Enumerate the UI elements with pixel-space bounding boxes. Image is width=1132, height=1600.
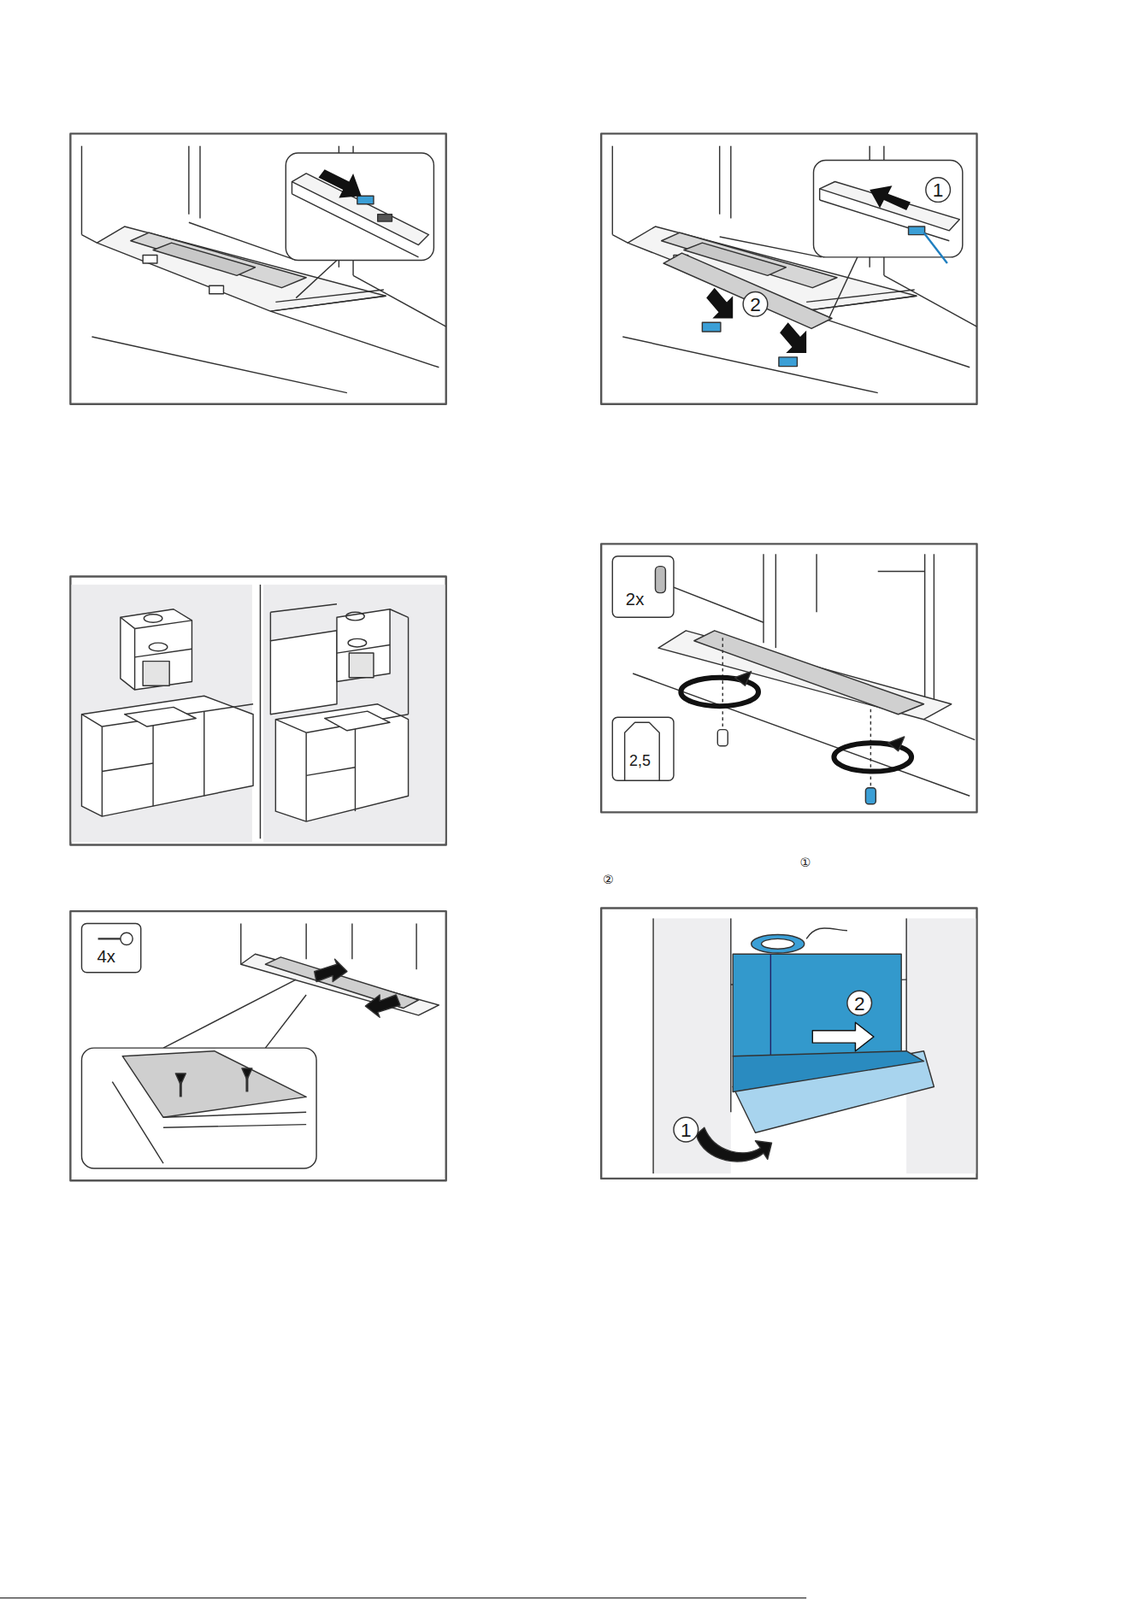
panel-kitchen-layouts (70, 577, 446, 846)
inline-callout: ① (800, 856, 812, 869)
callout-number: 2 (854, 993, 866, 1014)
inline-callout: ② (602, 873, 614, 886)
quantity-label: 2x (625, 590, 644, 608)
panel-unclip-cover (601, 133, 977, 404)
panel-remove-filter (70, 133, 446, 404)
callout-number: 2 (749, 294, 761, 314)
panel-insert-hood (601, 908, 977, 1180)
callout-number: 1 (680, 1120, 692, 1140)
callout-number: 1 (932, 180, 944, 201)
tool-size-label: 2,5 (629, 754, 651, 770)
footer-rule (0, 1597, 807, 1599)
panel-fit-spacers (601, 543, 977, 813)
quantity-label: 4x (96, 947, 115, 965)
panel-screw-hood (70, 911, 446, 1181)
